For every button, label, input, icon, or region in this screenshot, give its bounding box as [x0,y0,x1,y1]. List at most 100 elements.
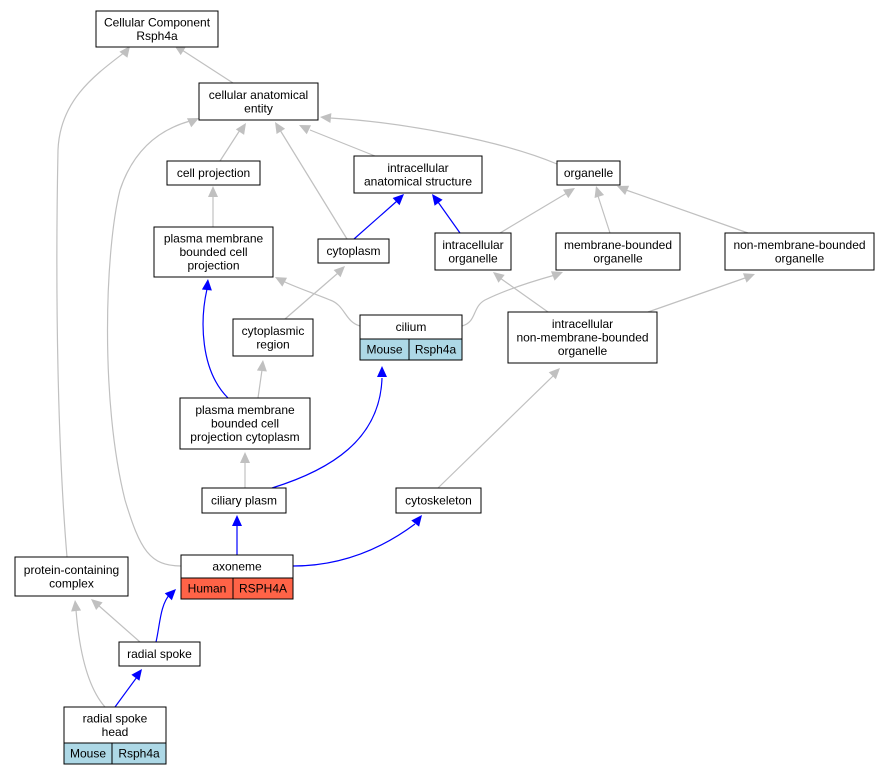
node-ciliary-plasm[interactable]: ciliary plasm [201,487,287,514]
edge-protein-containing-complex-to-cellular-component [56,46,130,558]
node-box [507,311,658,364]
edge-line [647,277,746,313]
node-label-line: projection cytoplasm [190,430,299,444]
arrowhead [71,600,82,612]
edge-cilium-to-plasma-membrane-bounded-cell-projection [275,277,361,327]
arrowhead [201,279,212,291]
edge-line [499,277,549,313]
node-box [63,706,167,744]
node-label-line: complex [49,576,94,590]
edge-line [219,129,241,162]
node-label-line: intracellular [552,317,613,331]
edge-axoneme-to-cellular-anatomical-entity [106,118,199,567]
arrowhead [377,366,387,377]
arrowhead [164,589,176,601]
edge-cytoskeleton-to-intracellular-non-membrane-bounded-organelle [437,368,560,489]
edge-intracellular-anatomical-structure-to-cellular-anatomical-entity [299,125,376,157]
node-box [95,10,219,48]
node-label-line: organelle [558,344,608,358]
node-intracellular-non-membrane-bounded-organelle[interactable]: intracellularnon-membrane-boundedorganel… [507,311,658,364]
edge-plasma-membrane-bounded-cell-projection-cytoplasm-to-cytoplasmic-region [256,360,267,399]
edge-line [461,274,556,327]
node-label-line: cytoplasm [326,244,380,258]
edge-ciliary-plasm-to-cilium [271,366,387,489]
node-box [14,556,129,597]
edge-line [292,523,416,567]
edge-line [437,201,461,234]
node-box [555,232,681,271]
node-label-line: cilium [396,320,427,334]
gene-label: Rsph4a [118,747,160,761]
arrowhead [550,271,563,281]
arrowhead [333,266,345,278]
edge-cytoplasm-to-intracellular-anatomical-structure [353,194,404,240]
node-label-line: region [256,337,289,351]
gene-cell [408,338,463,361]
arrowhead [256,360,267,372]
arrowhead [493,272,505,283]
edge-radial-spoke-head-to-protein-containing-complex [71,600,106,708]
node-label-line: plasma membrane [164,232,264,246]
node-label-line: Cellular Component [104,15,211,29]
node-label-line: membrane-bounded [564,238,672,252]
arrowhead [240,452,250,463]
edge-radial-spoke-to-axoneme [155,589,176,643]
arrowhead [299,125,312,135]
node-label-line: radial spoke [127,647,192,661]
node-box [556,160,621,186]
arrowhead [594,186,605,198]
gene-label: Rsph4a [415,343,457,357]
edge-cilium-to-membrane-bounded-organelle [461,271,563,327]
node-box [434,232,512,271]
edge-line [202,288,229,399]
species-label: Mouse [366,343,402,357]
arrowhead [742,273,755,283]
node-label-line: projection [187,259,239,273]
node-label-line: bounded cell [179,245,247,259]
edge-axoneme-to-ciliary-plasm [232,515,242,555]
arrowhead [275,122,286,134]
node-cytoplasm[interactable]: cytoplasm [317,238,390,264]
species-label: Mouse [70,747,106,761]
node-box [118,641,201,667]
edge-radial-spoke-head-to-radial-spoke [114,669,142,708]
edge-cytoplasmic-region-to-cytoplasm [284,266,345,320]
node-box [198,82,319,121]
edge-line [597,195,611,234]
node-box [179,397,311,450]
arrowhead [392,194,404,206]
node-organelle[interactable]: organelle [556,160,621,186]
edge-line [353,200,398,240]
edge-line [282,280,361,327]
edge-line [56,51,126,558]
gene-cell [232,577,294,600]
edge-line [309,129,376,157]
arrowhead [232,515,242,526]
node-label-line: organelle [775,251,825,265]
arrowhead [186,118,199,128]
node-cell-projection[interactable]: cell projection [166,160,261,186]
node-box [395,487,482,514]
node-label-line: radial spoke [83,711,148,725]
node-radial-spoke[interactable]: radial spoke [118,641,201,667]
node-cytoskeleton[interactable]: cytoskeleton [395,487,482,514]
node-box [317,238,390,264]
node-label-line: intracellular [387,161,448,175]
node-label-line: non-membrane-bounded [733,238,865,252]
arrowhead [411,515,422,527]
edge-membrane-bounded-organelle-to-organelle [594,186,611,234]
